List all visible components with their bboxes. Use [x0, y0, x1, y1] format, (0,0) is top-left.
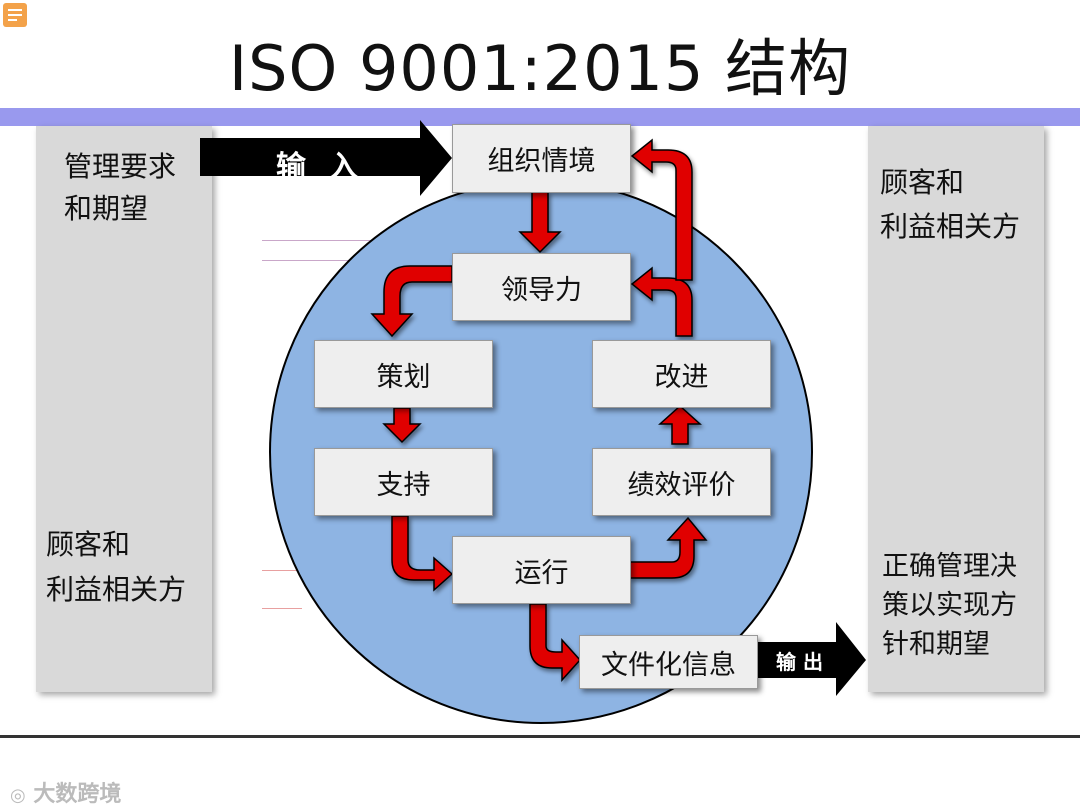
output-label: 输 出 [776, 650, 823, 674]
arrow-performance-to-improvement [658, 404, 702, 445]
watermark-text: 大数跨境 [33, 782, 122, 807]
left-panel [36, 126, 212, 692]
title-band [0, 108, 1080, 126]
box-improvement: 改进 [592, 340, 771, 408]
note-icon[interactable] [3, 3, 27, 27]
box-performance-evaluation: 绩效评价 [592, 448, 771, 516]
background-grid-line [262, 260, 432, 261]
box-planning: 策划 [314, 340, 493, 408]
page-title: ISO 9001:2015 结构 [228, 32, 852, 105]
arrow-support-to-operation [391, 515, 454, 592]
arrow-operation-to-performance [629, 516, 708, 579]
watermark-logo-icon: ◎ [10, 785, 26, 806]
box-leadership: 领导力 [452, 253, 631, 321]
left-top-line-1: 管理要求 [64, 150, 177, 183]
box-documented-information: 文件化信息 [579, 635, 758, 689]
footer-divider [0, 735, 1080, 738]
right-top-line-2: 利益相关方 [880, 210, 1021, 243]
input-label: 输 入 [276, 150, 365, 185]
left-bottom-line-2: 利益相关方 [46, 573, 187, 606]
box-operation: 运行 [452, 536, 631, 604]
arrow-leadership-to-planning [370, 265, 453, 338]
right-bottom-line-1: 正确管理决 [882, 551, 1017, 582]
background-grid-line [262, 240, 432, 241]
arrow-planning-to-support [382, 407, 422, 444]
output-arrow [756, 622, 866, 696]
right-bottom-line-2: 策以实现方 [882, 590, 1017, 621]
arrow-improvement-to-leadership [630, 266, 693, 337]
watermark: ◎ 大数跨境 [10, 776, 121, 808]
arrow-context-to-leadership [518, 191, 562, 254]
right-panel [868, 126, 1044, 692]
arrow-improvement-to-context [630, 138, 693, 281]
box-organization-context: 组织情境 [452, 124, 631, 193]
box-support: 支持 [314, 448, 493, 516]
right-bottom-line-3: 针和期望 [882, 629, 990, 660]
left-top-line-2: 和期望 [64, 192, 149, 225]
right-top-line-1: 顾客和 [880, 166, 965, 199]
background-grid-line [262, 570, 302, 571]
input-arrow [200, 120, 452, 196]
background-grid-line [262, 608, 302, 609]
arrow-operation-to-documented-info [529, 603, 582, 682]
left-bottom-line-1: 顾客和 [46, 528, 131, 561]
